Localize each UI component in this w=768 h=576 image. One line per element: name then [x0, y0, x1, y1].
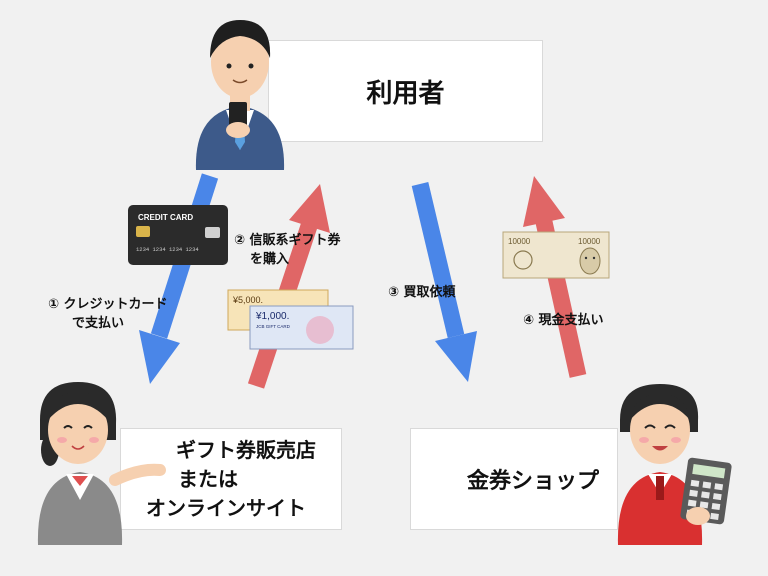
svg-text:1234 1234 1234 1234: 1234 1234 1234 1234	[136, 246, 199, 253]
step1-label: ① クレジットカード で支払い	[48, 297, 168, 331]
svg-text:CREDIT CARD: CREDIT CARD	[138, 213, 193, 222]
arrow-buyback-request	[411, 182, 477, 382]
user-person-icon	[195, 20, 285, 170]
svg-text:10000: 10000	[508, 237, 531, 246]
svg-text:¥1,000.: ¥1,000.	[255, 311, 289, 322]
credit-card-icon: CREDIT CARD 1234 1234 1234 1234	[128, 205, 228, 265]
step2-label: ② 信販系ギフト券 を購入	[234, 233, 341, 267]
user-box: 利用者	[268, 40, 543, 142]
user-label: 利用者	[366, 78, 445, 109]
svg-text:¥5,000.: ¥5,000.	[232, 295, 263, 305]
ticket-shop-box: 金券ショップ	[410, 428, 618, 530]
shop-label-line1: ギフト券販売店	[176, 437, 316, 462]
shop-label-line2: または	[178, 466, 238, 491]
gift-card-icon: ¥5,000. ¥1,000. JCB GIFT CARD	[227, 289, 354, 350]
shop-label-line3: オンラインサイト	[146, 495, 306, 520]
giftcard-shop-box: ギフト券販売店 または オンラインサイト	[120, 428, 342, 530]
step3-label: ③ 買取依頼	[388, 285, 456, 300]
shopkeeper-icon	[617, 384, 732, 545]
svg-text:JCB GIFT CARD: JCB GIFT CARD	[256, 324, 291, 329]
calculator-icon	[680, 457, 732, 525]
ticket-shop-label: 金券ショップ	[467, 469, 600, 494]
banknote-icon: 10000 10000	[502, 231, 610, 279]
svg-text:10000: 10000	[578, 237, 601, 246]
shop-staff-icon	[37, 382, 166, 545]
step4-label: ④ 現金支払い	[523, 313, 604, 328]
